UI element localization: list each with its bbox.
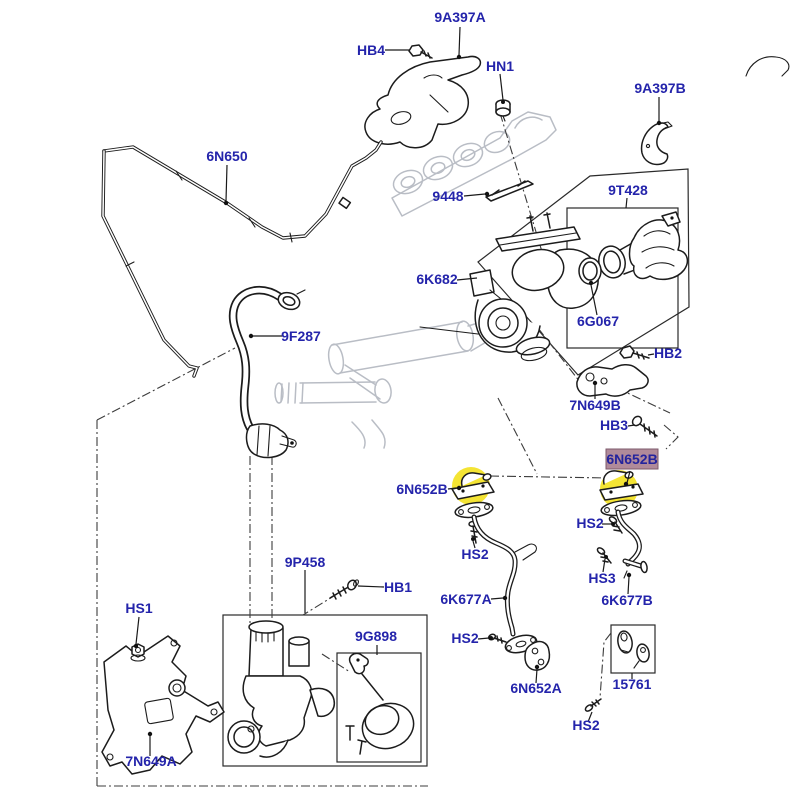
- part-label-9T428[interactable]: 9T428: [608, 182, 648, 198]
- part-6N652A-gasket: [524, 640, 551, 671]
- part-label-6G067[interactable]: 6G067: [577, 313, 619, 329]
- part-7N649B-bracket: [576, 364, 649, 397]
- part-label-9F287[interactable]: 9F287: [281, 328, 321, 344]
- part-label-9A397A[interactable]: 9A397A: [434, 9, 485, 25]
- part-HS3-screw: [596, 547, 612, 564]
- part-label-HB1[interactable]: HB1: [384, 579, 412, 595]
- part-HB3-bolt: [631, 415, 658, 438]
- part-6K682-turbocharger: [419, 212, 599, 362]
- part-label-7N649A[interactable]: 7N649A: [125, 753, 176, 769]
- construction-lines: [96, 112, 679, 787]
- part-label-6K677A[interactable]: 6K677A: [440, 591, 491, 607]
- part-HB4-bolt: [408, 44, 433, 59]
- part-label-6N652B-left[interactable]: 6N652B: [396, 481, 447, 497]
- ghost-exhaust-manifold: [391, 111, 557, 217]
- part-9448-stud-plate: [485, 180, 534, 202]
- part-label-HS1[interactable]: HS1: [125, 600, 152, 616]
- part-9A397B-shield: [640, 121, 673, 166]
- box-9G898: [336, 652, 422, 763]
- part-label-HS3[interactable]: HS3: [588, 570, 615, 586]
- part-HB2-bolt: [619, 345, 650, 360]
- part-label-15761[interactable]: 15761: [613, 676, 652, 692]
- part-label-HS2-bottom[interactable]: HS2: [572, 717, 599, 733]
- leader-lines: [133, 26, 662, 756]
- part-labels: 9A397A HB4 HN1 9A397B 6N650 9448 9T428 6…: [125, 9, 685, 769]
- ghost-downpipe-catalyst: [274, 319, 494, 449]
- part-9T428-actuator: [598, 211, 689, 281]
- part-label-6K677B[interactable]: 6K677B: [601, 592, 652, 608]
- part-label-HB2[interactable]: HB2: [654, 345, 682, 361]
- part-label-HN1[interactable]: HN1: [486, 58, 514, 74]
- box-15761: [610, 624, 656, 674]
- part-9P458-egr-valve: [227, 620, 336, 758]
- part-label-9P458[interactable]: 9P458: [285, 554, 326, 570]
- part-label-6K682[interactable]: 6K682: [416, 271, 457, 287]
- part-HS2-screw-bottom: [584, 698, 602, 712]
- part-label-HS2-right[interactable]: HS2: [576, 515, 603, 531]
- part-label-HS2-left[interactable]: HS2: [461, 546, 488, 562]
- part-label-7N649B[interactable]: 7N649B: [569, 397, 620, 413]
- part-9G898-actuator: [345, 652, 415, 755]
- part-HS2-screw-right: [608, 516, 623, 534]
- part-label-HS2-center[interactable]: HS2: [451, 630, 478, 646]
- part-label-6N650[interactable]: 6N650: [206, 148, 247, 164]
- part-6N652B-left-connector: [451, 472, 495, 519]
- part-label-9A397B[interactable]: 9A397B: [634, 80, 685, 96]
- part-9F287-hose: [228, 285, 306, 459]
- part-6G067-seal-ring: [578, 257, 602, 285]
- part-label-6N652B-highlighted[interactable]: 6N652B: [606, 451, 657, 467]
- edge-fragment-top-right: [745, 56, 790, 77]
- part-15761-clips: [617, 630, 650, 669]
- part-HB1-bolt: [329, 579, 359, 600]
- part-label-9G898[interactable]: 9G898: [355, 628, 397, 644]
- part-label-6N652A[interactable]: 6N652A: [510, 680, 561, 696]
- part-label-9448[interactable]: 9448: [432, 188, 463, 204]
- part-label-HB4[interactable]: HB4: [357, 42, 385, 58]
- part-6K677A-oil-tube: [471, 514, 538, 654]
- part-6K677B-oil-tube: [615, 509, 648, 579]
- highlighted-label-background: [605, 448, 659, 470]
- outline-6K682-group: [477, 168, 690, 376]
- box-9P458: [222, 614, 428, 767]
- part-9A397A-heat-shield: [364, 55, 482, 149]
- part-6N650-tube-assembly: [101, 140, 383, 378]
- part-7N649A-bracket: [101, 635, 225, 775]
- part-label-HB3[interactable]: HB3: [600, 417, 628, 433]
